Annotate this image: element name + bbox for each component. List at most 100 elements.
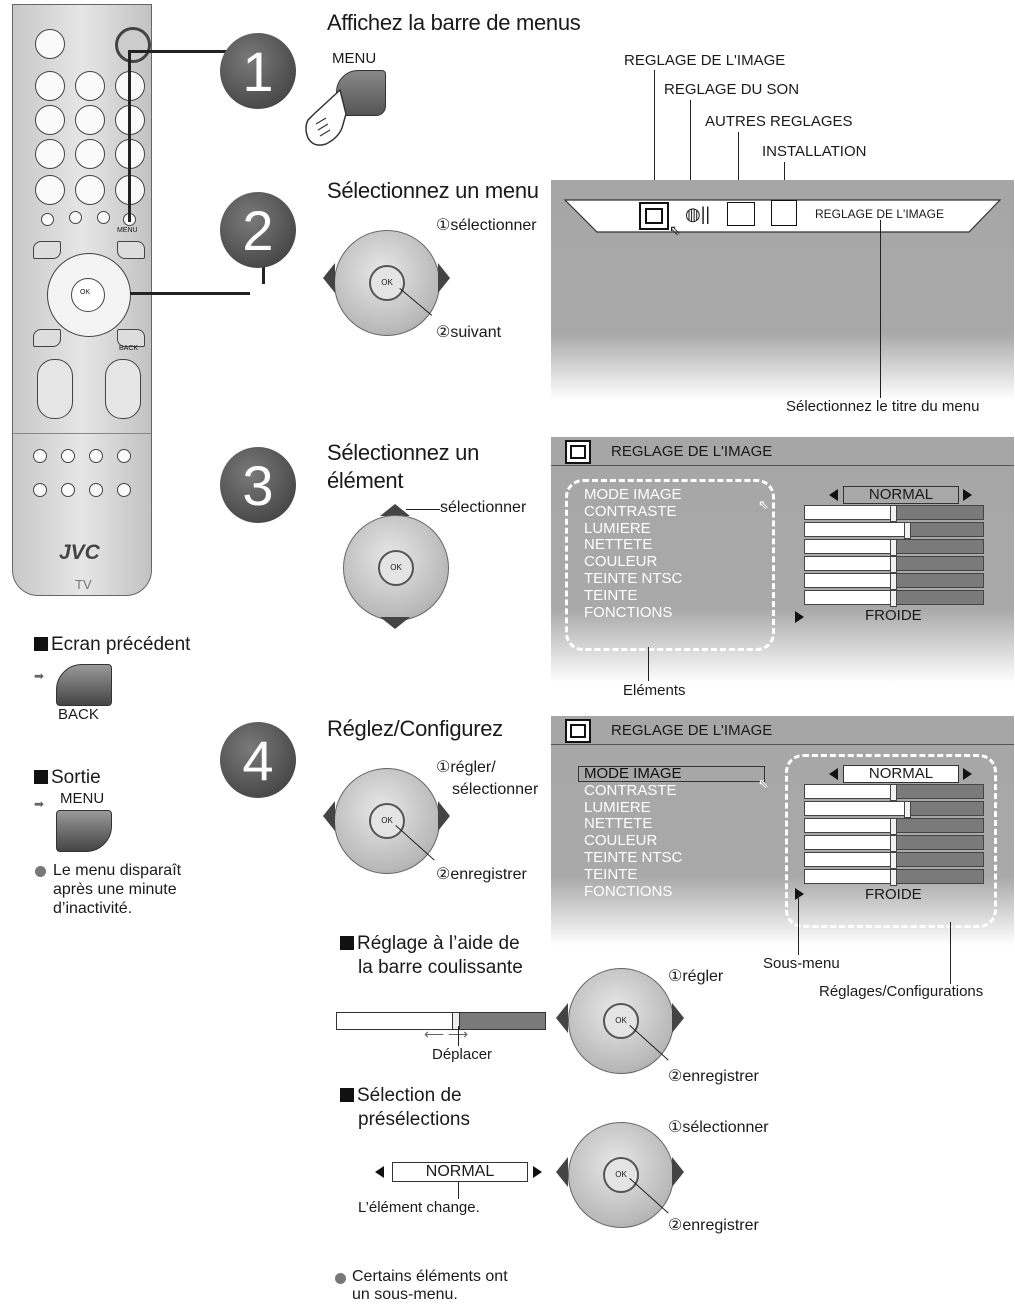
menu-item[interactable]: LUMIERE	[584, 798, 651, 816]
slider-knob[interactable]	[890, 573, 897, 590]
menu-items-list: MODE IMAGE CONTRASTE LUMIERE NETTETE COU…	[584, 486, 683, 621]
slider-dark-part	[894, 540, 983, 553]
setting-slider[interactable]	[804, 539, 984, 556]
ok-button[interactable]: OK	[603, 1157, 639, 1193]
slider-knob[interactable]	[890, 869, 897, 886]
menu-item[interactable]: COULEUR	[584, 832, 658, 850]
menu-item[interactable]: TEINTE	[584, 865, 638, 883]
setting-slider[interactable]	[804, 573, 984, 590]
ok-button[interactable]: OK	[603, 1003, 639, 1039]
menu-item[interactable]: FONCTIONS	[584, 882, 673, 900]
remote-button[interactable]	[117, 483, 131, 497]
preset-value[interactable]: NORMAL	[392, 1162, 528, 1182]
remote-button[interactable]	[117, 449, 131, 463]
slider-knob[interactable]	[890, 818, 897, 835]
remote-button[interactable]	[115, 27, 151, 63]
remote-button[interactable]	[75, 71, 105, 101]
menu-item[interactable]: TEINTE NTSC	[584, 848, 683, 866]
remote-back-button[interactable]	[117, 329, 145, 347]
bullet-icon	[335, 1273, 346, 1284]
slider-knob[interactable]	[890, 539, 897, 556]
remote-ok-label: OK	[80, 289, 91, 296]
remote-button[interactable]	[35, 175, 65, 205]
remote-button[interactable]	[35, 71, 65, 101]
remote-button[interactable]	[75, 139, 105, 169]
remote-button[interactable]	[61, 449, 75, 463]
remote-button[interactable]	[35, 139, 65, 169]
submenu-arrow-icon	[795, 611, 804, 623]
remote-button[interactable]	[41, 213, 54, 226]
ok-button[interactable]: OK	[378, 550, 414, 586]
picture-menu-icon	[565, 440, 591, 464]
remote-button[interactable]	[89, 449, 103, 463]
menu-item[interactable]: CONTRASTE	[584, 781, 677, 799]
menu-header: REGLAGE DE L'IMAGE	[551, 716, 1014, 745]
setting-slider[interactable]	[804, 869, 984, 886]
slider-knob[interactable]	[890, 556, 897, 573]
dpad-step4[interactable]: OK	[334, 768, 440, 874]
remote-button[interactable]	[97, 211, 110, 224]
left-arrow-icon	[323, 263, 335, 293]
slider-knob[interactable]	[890, 835, 897, 852]
label-installation: INSTALLATION	[762, 143, 867, 160]
menu-item[interactable]: NETTETE	[584, 815, 653, 833]
remote-button[interactable]	[75, 175, 105, 205]
slider-knob[interactable]	[890, 590, 897, 607]
installation-icon[interactable]	[771, 200, 797, 226]
remote-button[interactable]	[69, 211, 82, 224]
remote-red-button[interactable]	[33, 241, 61, 259]
setting-slider[interactable]	[804, 835, 984, 852]
remote-volume-rocker[interactable]	[105, 359, 141, 419]
slider-dark-part	[908, 523, 983, 536]
slider-knob[interactable]	[890, 505, 897, 522]
remote-button[interactable]	[35, 105, 65, 135]
cursor-arrow-icon: ⇖	[669, 222, 681, 238]
previous-screen-title: Ecran précédent	[34, 634, 190, 656]
remote-blue-button[interactable]	[33, 329, 61, 347]
other-settings-icon[interactable]	[727, 202, 755, 226]
mode-value[interactable]: NORMAL	[843, 486, 959, 504]
remote-button[interactable]	[33, 449, 47, 463]
slider-knob[interactable]	[904, 522, 911, 539]
dpad-preset[interactable]: OK	[568, 1122, 674, 1228]
menu-item[interactable]: TEINTE NTSC	[584, 569, 683, 587]
setting-slider[interactable]	[804, 505, 984, 522]
remote-button[interactable]	[33, 483, 47, 497]
remote-button[interactable]	[89, 483, 103, 497]
mode-value[interactable]: NORMAL	[843, 765, 959, 783]
picture-menu-icon[interactable]	[639, 202, 669, 230]
slider-knob[interactable]	[904, 801, 911, 818]
slider-knob[interactable]	[452, 1012, 460, 1030]
demo-slider[interactable]	[336, 1012, 546, 1030]
remote-ok-button[interactable]	[71, 278, 105, 312]
remote-channel-rocker[interactable]	[37, 359, 73, 419]
slider-knob[interactable]	[890, 784, 897, 801]
menu-item[interactable]: TEINTE	[584, 586, 638, 604]
menu-item[interactable]: CONTRASTE	[584, 502, 677, 520]
menu-item[interactable]: LUMIERE	[584, 519, 651, 537]
menu-item[interactable]: COULEUR	[584, 553, 658, 571]
remote-button[interactable]	[61, 483, 75, 497]
sound-menu-icon[interactable]: ◍||	[685, 204, 711, 224]
setting-slider[interactable]	[804, 784, 984, 801]
dpad-step3[interactable]: OK	[343, 515, 449, 621]
setting-slider[interactable]	[804, 852, 984, 869]
setting-slider[interactable]	[804, 818, 984, 835]
remote-button[interactable]	[35, 29, 65, 59]
setting-slider[interactable]	[804, 522, 984, 539]
slider-knob[interactable]	[890, 852, 897, 869]
setting-slider[interactable]	[804, 590, 984, 607]
ok-button[interactable]: OK	[369, 265, 405, 301]
leader-line	[458, 1026, 459, 1046]
menu-item[interactable]: MODE IMAGE	[584, 486, 682, 503]
menu-item[interactable]: NETTETE	[584, 536, 653, 554]
setting-slider[interactable]	[804, 801, 984, 818]
menu-item-selected[interactable]: MODE IMAGE	[584, 765, 682, 782]
dpad-slider[interactable]: OK	[568, 968, 674, 1074]
ok-button[interactable]: OK	[369, 803, 405, 839]
remote-button[interactable]	[75, 105, 105, 135]
setting-slider[interactable]	[804, 556, 984, 573]
menu-item[interactable]: FONCTIONS	[584, 603, 673, 621]
remote-menu-button[interactable]	[117, 241, 145, 259]
dpad-step2[interactable]: OK	[334, 230, 440, 336]
